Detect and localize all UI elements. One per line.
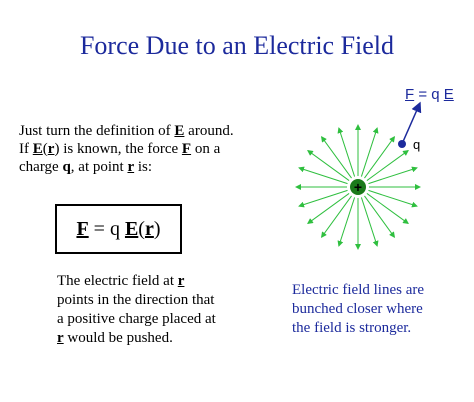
intro-text-fragment: on a (191, 141, 221, 157)
vector-r: r (177, 273, 185, 289)
force-eq: = q (414, 86, 444, 103)
plus-sign: + (354, 179, 362, 195)
field-line (368, 189, 418, 208)
formula-r: r (144, 217, 154, 240)
field-line (360, 197, 379, 247)
paragraph-fragment: would be pushed. (63, 330, 173, 346)
force-e: E (443, 86, 454, 103)
formula-f: F (76, 217, 89, 240)
field-line (298, 189, 348, 208)
intro-text: Just turn the definition of E around. If… (19, 122, 279, 176)
field-line (368, 166, 418, 185)
paren: ( (138, 217, 145, 240)
vector-r: r (47, 141, 55, 157)
paren: ( (42, 141, 48, 157)
field-line (320, 195, 352, 238)
field-line (307, 193, 350, 225)
vector-e: E (32, 141, 43, 157)
force-arrow (401, 101, 422, 145)
field-line (307, 149, 350, 181)
field-line (366, 149, 409, 181)
charge-label: q (413, 137, 421, 152)
intro-text-fragment: is known, the force (59, 141, 182, 157)
intro-text-fragment: is: (134, 159, 153, 175)
vector-r: r (127, 159, 135, 175)
field-lines-text: Electric field lines are bunched closer … (292, 282, 425, 336)
field-line (337, 197, 356, 247)
intro-text-fragment: , at point (70, 159, 128, 175)
vector-f: F (181, 141, 192, 157)
field-line (298, 166, 348, 185)
vector-r: r (57, 330, 64, 346)
source-charge (350, 179, 366, 195)
field-line (364, 195, 396, 238)
field-line (364, 136, 396, 179)
intro-text-fragment: charge (19, 159, 63, 175)
charge-q: q (62, 159, 71, 175)
slide-title: Force Due to an Electric Field (79, 31, 395, 60)
paren: ) (54, 141, 60, 157)
field-line (337, 127, 356, 177)
force-f: F (405, 86, 415, 103)
formula-eq: = q (88, 217, 125, 240)
intro-text-fragment: Just turn the definition of (19, 123, 175, 139)
force-formula-box: F = q E(r) (55, 204, 182, 254)
electric-field-diagram: + (295, 101, 422, 250)
field-line (320, 136, 352, 179)
test-charge (398, 140, 406, 148)
paragraph-fragment: The electric field at (57, 273, 178, 289)
field-lines (295, 124, 421, 250)
vector-e: E (174, 123, 185, 139)
formula-e: E (124, 217, 139, 240)
field-line (366, 193, 409, 225)
intro-text-fragment: around. (184, 123, 234, 139)
force-label: F = q E (405, 86, 454, 103)
paren: ) (153, 217, 161, 240)
intro-text-fragment: If (19, 141, 33, 157)
paragraph-fragment: points in the direction that a positive … (57, 292, 216, 327)
field-line (360, 127, 379, 177)
field-direction-text: The electric field at r points in the di… (57, 272, 217, 348)
